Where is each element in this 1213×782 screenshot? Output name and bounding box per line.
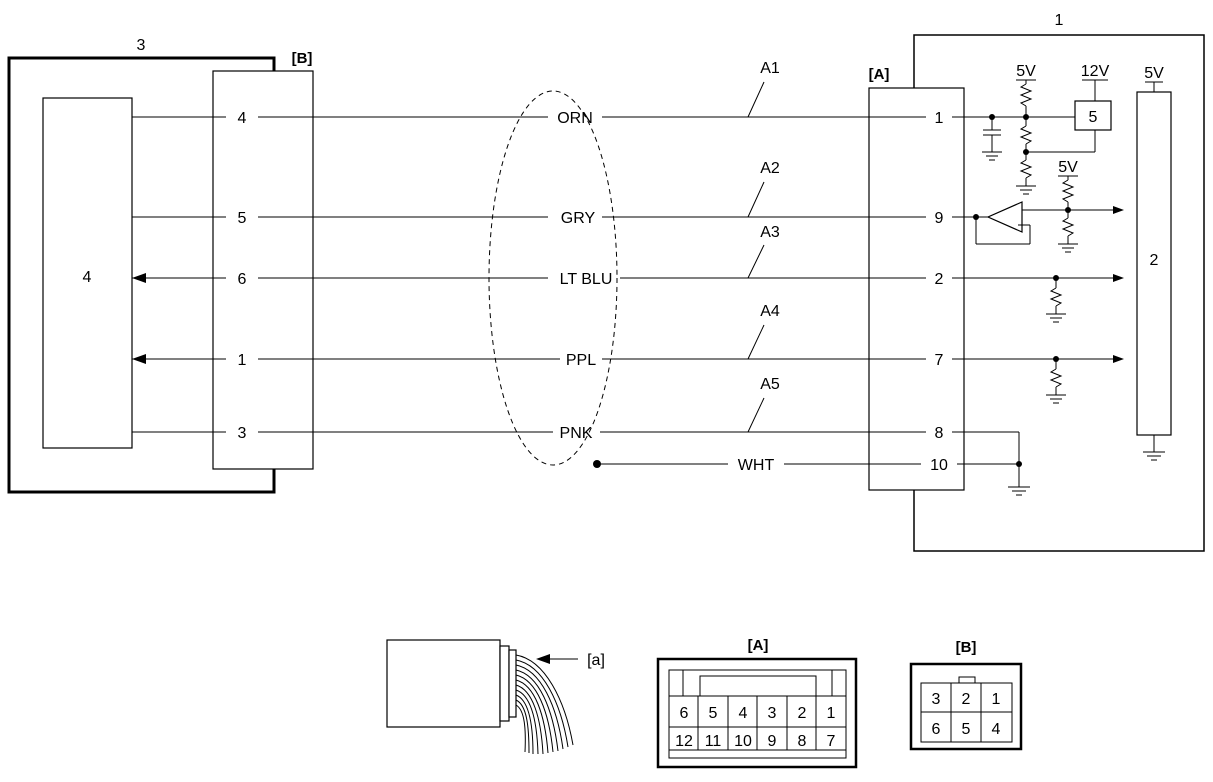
resistor-icon	[1049, 287, 1063, 307]
a-face-cell: 6	[680, 705, 689, 722]
mid-supply-5v: 5V	[1058, 159, 1078, 176]
a-pin-shield: 10	[930, 457, 948, 474]
arrow-head-icon	[132, 354, 146, 364]
a-face-cell: 10	[734, 733, 752, 750]
a-face-cell: 5	[709, 705, 718, 722]
b-pin-a4: 1	[238, 352, 247, 369]
connector-a-strip	[868, 87, 965, 491]
a-face-cell: 2	[798, 705, 807, 722]
wire-color-a1: ORN	[557, 110, 593, 127]
b-pin-a3: 6	[238, 271, 247, 288]
ecu-ground-icon	[1008, 486, 1030, 496]
ecu-internal-bus-number: 2	[1150, 252, 1159, 269]
wire-id-a4: A4	[760, 303, 780, 320]
b-face-cell: 3	[932, 691, 941, 708]
connector-side-view	[386, 639, 574, 755]
connector-a-face-title: [A]	[748, 637, 769, 654]
connector-b-label: [B]	[292, 50, 313, 67]
bus-supply-5v: 5V	[1144, 65, 1164, 82]
b-pin-a5: 3	[238, 425, 247, 442]
relay-supply-12v: 12V	[1081, 63, 1110, 80]
b-face-cell: 2	[962, 691, 971, 708]
wire-color-a2: GRY	[561, 210, 596, 227]
sensor-internal-number: 4	[83, 269, 92, 286]
wire-color-a3: LT BLU	[560, 271, 613, 288]
a-pin-a5: 8	[935, 425, 944, 442]
a-face-cell: 7	[827, 733, 836, 750]
arrow-head-icon	[132, 273, 146, 283]
resistor-ground-icon	[1016, 185, 1036, 195]
b-face-cell: 1	[992, 691, 1001, 708]
connector-b-face	[909, 662, 1023, 751]
a-face-cell: 11	[705, 733, 722, 750]
capacitor-ground-icon	[982, 151, 1002, 161]
resistor-icon	[1061, 179, 1075, 203]
arrow-head-icon	[1113, 355, 1124, 363]
relay-number: 5	[1089, 109, 1098, 126]
a-pin-a1: 1	[935, 110, 944, 127]
b-face-cell: 6	[932, 721, 941, 738]
resistor-ground-icon	[1046, 394, 1066, 404]
arrow-head-icon	[1113, 206, 1124, 214]
shield-wire-color: WHT	[738, 457, 775, 474]
resistor-icon	[1019, 125, 1033, 145]
b-face-cell: 5	[962, 721, 971, 738]
pullup-supply-5v: 5V	[1016, 63, 1036, 80]
connector-a-face	[656, 657, 858, 769]
resistor-ground-icon	[1058, 243, 1078, 253]
wire-id-a5: A5	[760, 376, 780, 393]
a-face-cell: 1	[827, 705, 836, 722]
a-face-cell: 3	[768, 705, 777, 722]
connector-b-strip	[212, 70, 314, 470]
resistor-ground-icon	[1046, 313, 1066, 323]
resistor-icon	[1049, 368, 1063, 388]
sensor-number: 3	[137, 37, 146, 54]
wire-color-a4: PPL	[566, 352, 596, 369]
a-face-cell: 4	[739, 705, 748, 722]
pointer-arrow-icon	[536, 654, 550, 664]
a-face-cell: 8	[798, 733, 807, 750]
connector-b-face-title: [B]	[956, 639, 977, 656]
resistor-icon	[1019, 83, 1033, 107]
a-face-cell: 12	[675, 733, 693, 750]
sensor-internal-block	[42, 97, 133, 449]
relay-box	[1074, 100, 1112, 131]
ecu-number: 1	[1055, 12, 1064, 29]
a-face-cell: 9	[768, 733, 777, 750]
resistor-icon	[1019, 159, 1033, 179]
junction-dot	[1016, 461, 1022, 467]
bus-ground-icon	[1143, 451, 1165, 461]
wire-id-a2: A2	[760, 160, 780, 177]
a-pin-a4: 7	[935, 352, 944, 369]
arrow-head-icon	[1113, 274, 1124, 282]
b-pin-a1: 4	[238, 110, 247, 127]
connector-a-label: [A]	[869, 66, 890, 83]
a-pin-a2: 9	[935, 210, 944, 227]
connector-face-pointer-label: [a]	[587, 652, 605, 669]
capacitor-icon	[983, 129, 1001, 152]
b-face-cell: 4	[992, 721, 1001, 738]
wire-id-a3: A3	[760, 224, 780, 241]
wire-color-a5: PNK	[560, 425, 593, 442]
resistor-icon	[1061, 217, 1075, 237]
wire-id-a1: A1	[760, 60, 780, 77]
b-pin-a2: 5	[238, 210, 247, 227]
buffer-amplifier-icon	[986, 201, 1023, 233]
a-pin-a3: 2	[935, 271, 944, 288]
